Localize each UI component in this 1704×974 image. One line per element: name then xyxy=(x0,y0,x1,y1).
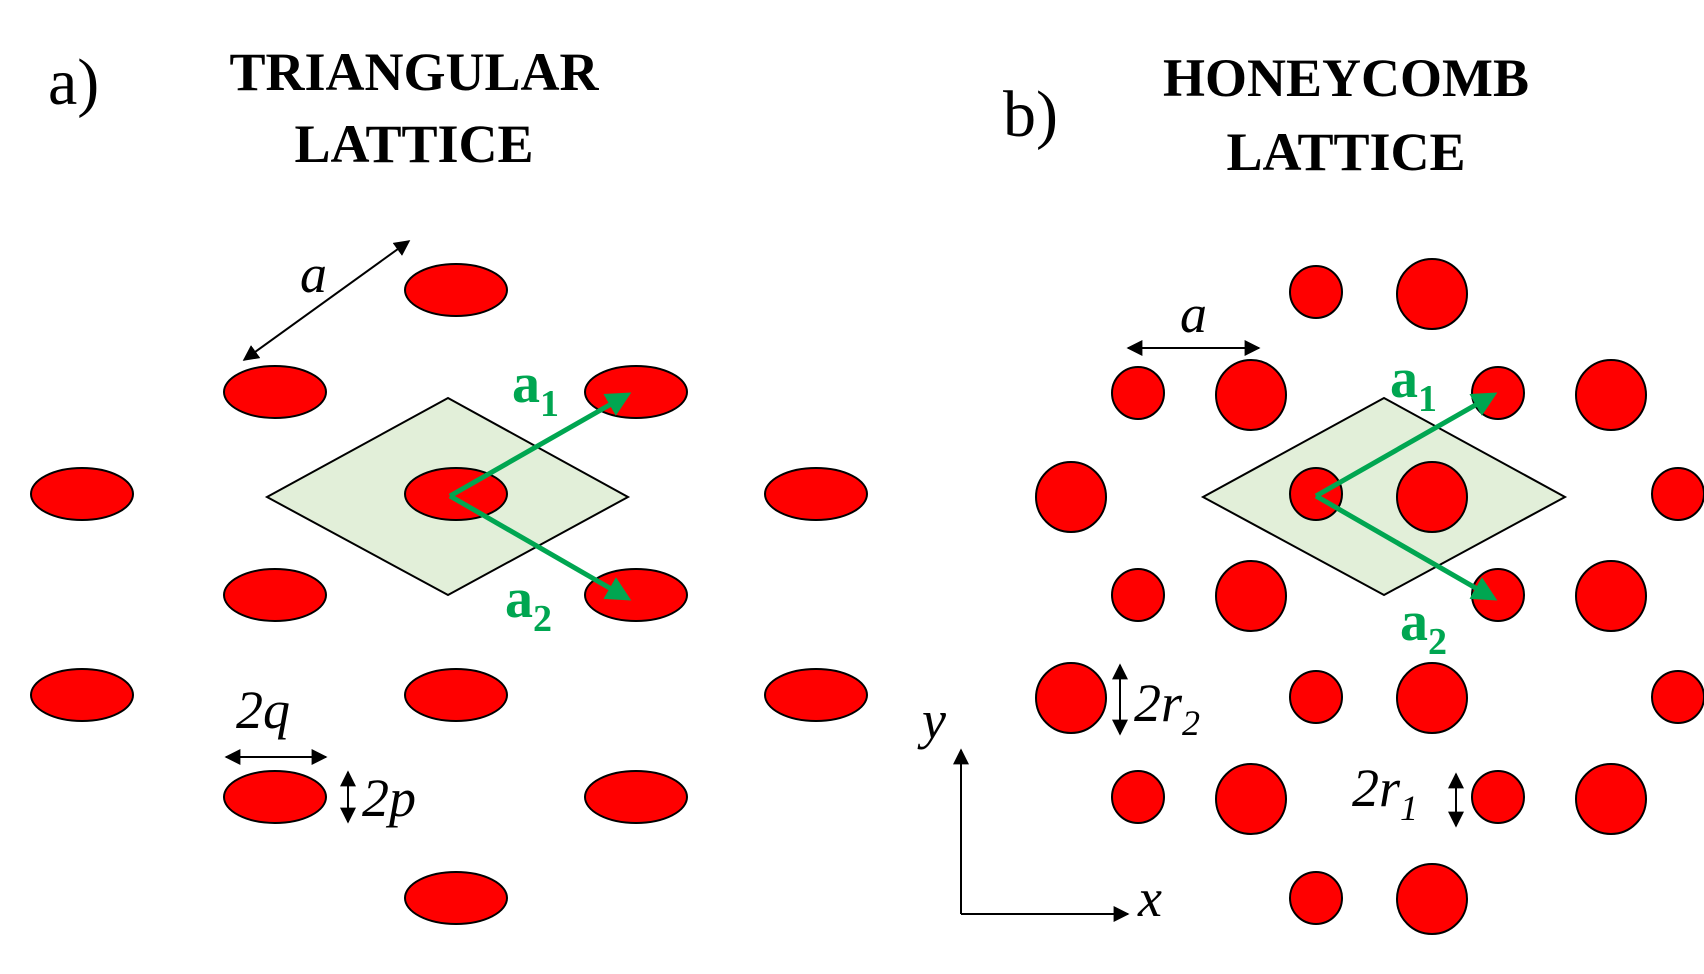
panel-b-vector-a2 xyxy=(1314,493,1498,601)
lattice-site-small xyxy=(1111,366,1165,420)
lattice-site-small xyxy=(1471,770,1525,824)
lattice-site xyxy=(223,770,327,824)
panel-a-title-line2: LATTICE xyxy=(294,114,533,174)
panel-b-label: b) xyxy=(1003,78,1058,151)
lattice-site xyxy=(223,365,327,419)
panel-b-sites xyxy=(1035,258,1704,935)
lattice-site-small xyxy=(1289,670,1343,724)
lattice-site-small xyxy=(1651,670,1704,724)
panel-a-vector-a1 xyxy=(448,392,632,499)
lattice-site-large xyxy=(1035,461,1107,533)
lattice-site-small xyxy=(1471,568,1525,622)
panel-a-height-label: 2p xyxy=(362,768,416,828)
panel-b-unit-cell xyxy=(1200,396,1568,597)
x-axis-label: x xyxy=(1137,868,1162,928)
panel-a-vector-a2 xyxy=(448,493,632,601)
lattice-site xyxy=(764,467,868,521)
lattice-site-large xyxy=(1575,763,1647,835)
lattice-site-small xyxy=(1111,568,1165,622)
panel-a-vector-a2-label: a2 xyxy=(505,568,552,640)
lattice-site-large xyxy=(1215,763,1287,835)
lattice-site xyxy=(404,668,508,722)
panel-a-triangular: a) TRIANGULAR LATTICE a1 a2 xyxy=(30,42,868,925)
panel-a-spacing-arrow xyxy=(242,240,411,361)
panel-b-spacing-label: a xyxy=(1180,284,1207,344)
lattice-site xyxy=(584,770,688,824)
panel-b-vector-a1 xyxy=(1314,392,1498,499)
panel-b-title-line1: HONEYCOMB xyxy=(1163,48,1529,108)
lattice-site-large xyxy=(1575,560,1647,632)
panel-a-title-line1: TRIANGULAR xyxy=(229,42,599,102)
panel-b-vector-a1-label: a1 xyxy=(1390,348,1437,420)
panel-a-vector-a1-label: a1 xyxy=(512,353,559,425)
lattice-site-large xyxy=(1396,461,1468,533)
lattice-site xyxy=(223,568,327,622)
lattice-site-small xyxy=(1289,871,1343,925)
lattice-site xyxy=(764,668,868,722)
lattice-site xyxy=(404,263,508,317)
panel-a-spacing-label: a xyxy=(300,244,327,304)
panel-a-sites xyxy=(30,263,868,925)
lattice-site xyxy=(404,871,508,925)
lattice-site xyxy=(30,467,134,521)
panel-b-honeycomb: b) HONEYCOMB LATTICE xyxy=(917,48,1704,935)
lattice-site-large xyxy=(1396,662,1468,734)
lattice-site-large xyxy=(1575,359,1647,431)
panel-b-large-diameter-label: 2r2 xyxy=(1134,673,1200,743)
lattice-site-small xyxy=(1651,467,1704,521)
lattice-site xyxy=(30,668,134,722)
lattice-site-small xyxy=(1471,366,1525,420)
panel-a-width-label: 2q xyxy=(236,680,290,740)
panel-b-vector-a2-label: a2 xyxy=(1400,591,1447,663)
y-axis-label: y xyxy=(917,690,946,750)
lattice-site-large xyxy=(1035,662,1107,734)
lattice-site-small xyxy=(1289,265,1343,319)
lattice-site-small xyxy=(1111,770,1165,824)
lattice-site-large xyxy=(1215,359,1287,431)
panel-b-title-line2: LATTICE xyxy=(1226,122,1465,182)
lattice-site-large xyxy=(1215,560,1287,632)
panel-a-label: a) xyxy=(48,46,99,119)
lattice-site xyxy=(584,568,688,622)
lattice-site-large xyxy=(1396,863,1468,935)
lattice-site-large xyxy=(1396,258,1468,330)
panel-b-small-diameter-label: 2r1 xyxy=(1352,758,1418,828)
